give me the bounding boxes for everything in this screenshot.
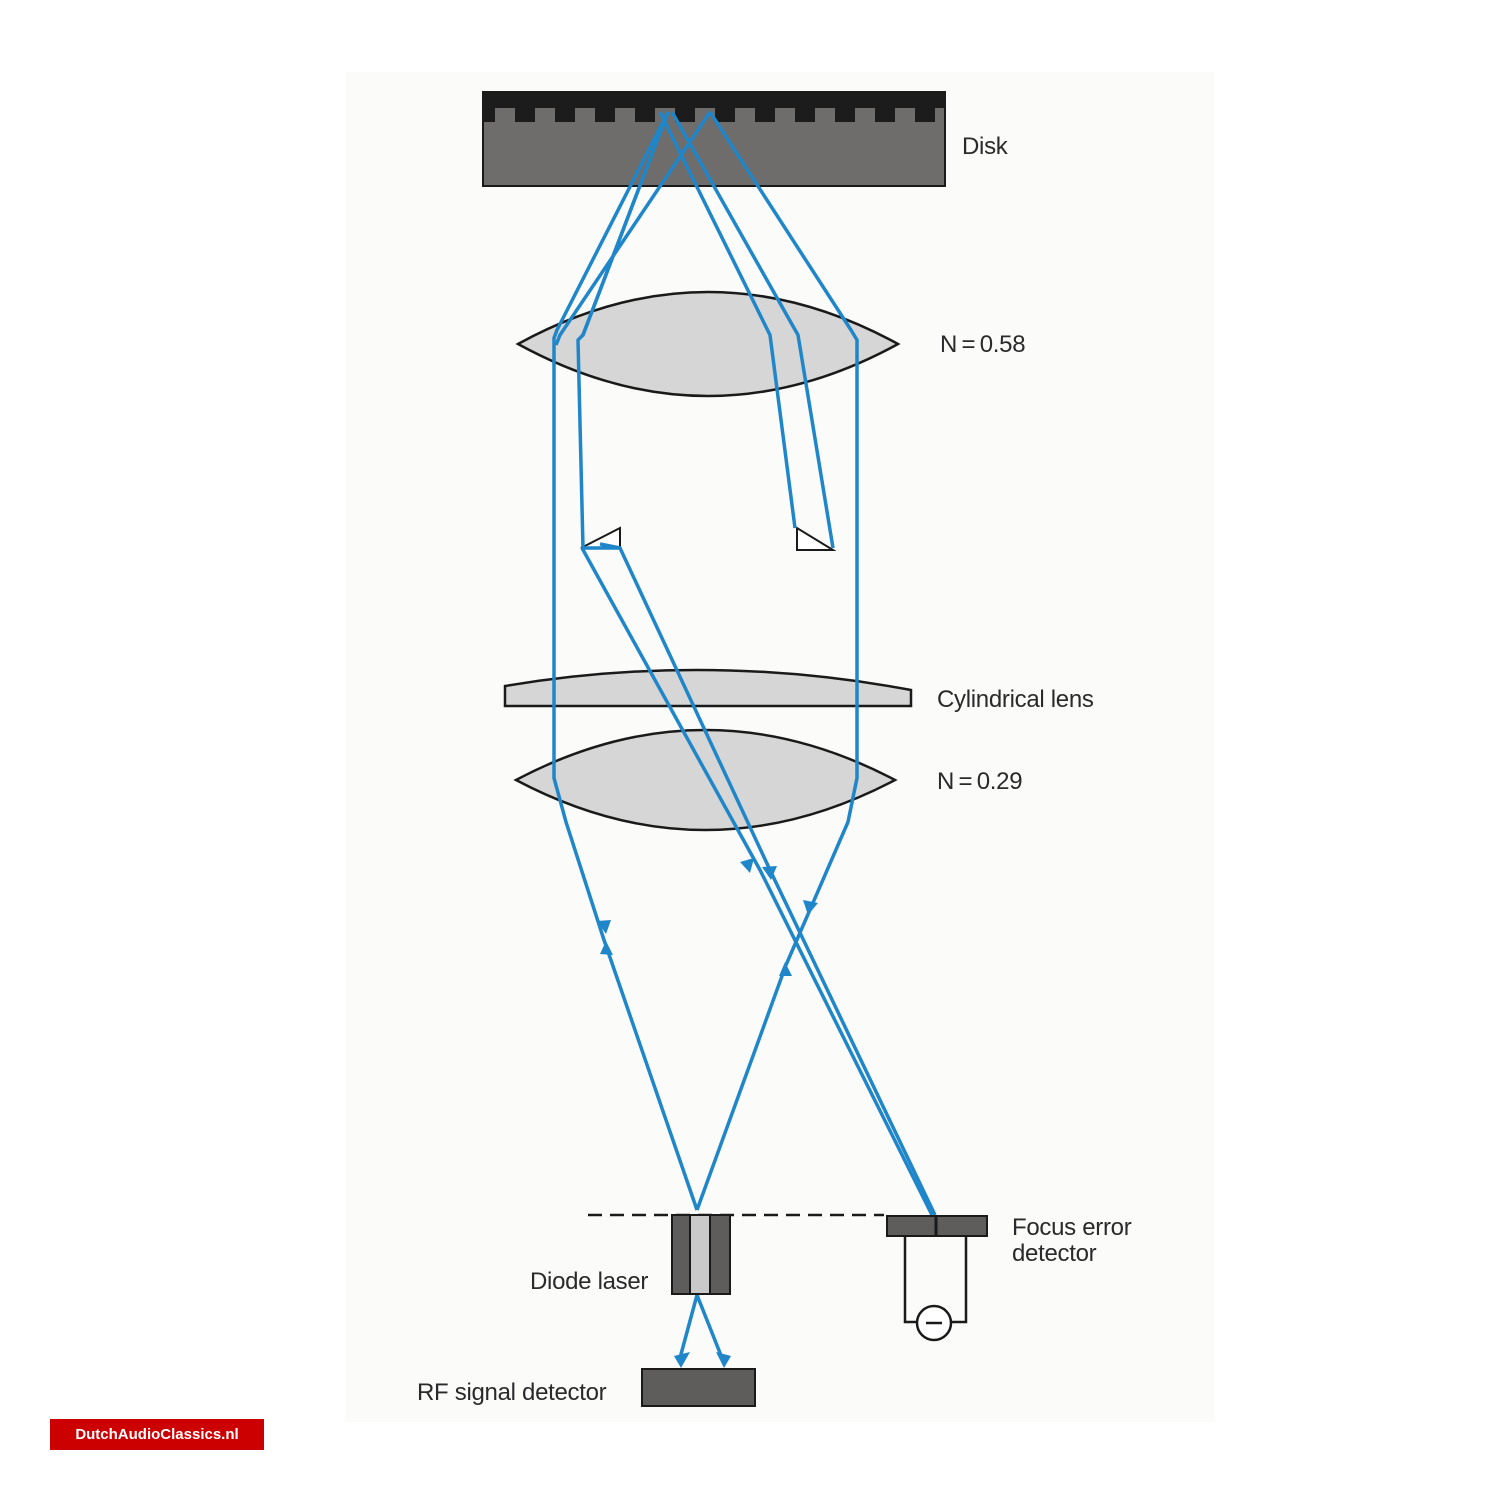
objective-lens — [515, 290, 901, 398]
label-disk: Disk — [962, 133, 1008, 160]
label-collimator-na: N = 0.29 — [937, 768, 1023, 795]
label-objective-na: N = 0.58 — [940, 331, 1026, 358]
disk — [482, 91, 946, 187]
rf-beams — [678, 1294, 724, 1359]
laser-beams — [552, 111, 937, 1216]
collimator-lens — [513, 728, 898, 832]
watermark-badge: DutchAudioClassics.nl — [50, 1419, 264, 1450]
watermark-text: DutchAudioClassics.nl — [75, 1426, 239, 1443]
label-rf-signal-detector: RF signal detector — [417, 1379, 607, 1406]
prism-right — [796, 526, 837, 551]
label-focus-error-detector: Focus error detector — [1012, 1214, 1132, 1267]
label-diode-laser: Diode laser — [530, 1268, 649, 1295]
cylindrical-lens — [503, 668, 913, 708]
focus-error-detector — [886, 1215, 988, 1342]
label-cylindrical-lens: Cylindrical lens — [937, 686, 1094, 713]
disk-pits — [483, 108, 935, 122]
diode-laser — [671, 1214, 731, 1295]
rf-signal-detector — [641, 1368, 756, 1407]
